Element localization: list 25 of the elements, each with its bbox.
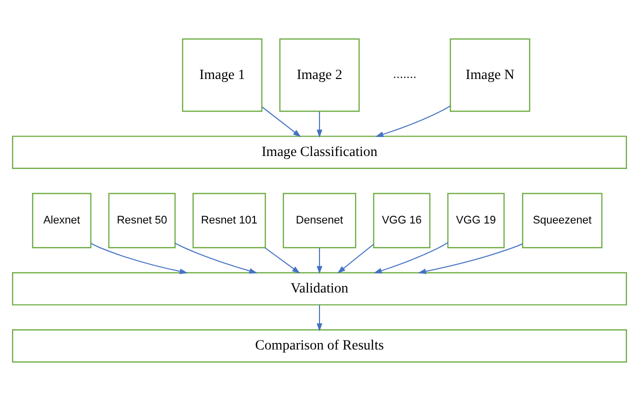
arrow [90, 242, 188, 274]
node-box: Validation [12, 272, 628, 306]
node-box: Comparison of Results [12, 329, 628, 363]
node-box: Image 2 [279, 38, 360, 112]
arrow [337, 244, 374, 274]
node-box: Squeezenet [522, 192, 602, 248]
node-box: Image 1 [182, 38, 262, 112]
arrow [174, 242, 258, 274]
node-box: VGG 19 [447, 192, 505, 248]
arrow [418, 243, 523, 274]
node-box: Resnet 50 [108, 192, 176, 248]
node-box: VGG 16 [373, 192, 430, 248]
arrow [374, 242, 448, 274]
arrow [316, 304, 322, 332]
arrow [262, 106, 302, 138]
arrow [375, 106, 450, 137]
node-box: Image Classification [12, 136, 628, 169]
arrow [316, 248, 322, 274]
node-box: Densenet [282, 192, 356, 248]
node-box: Alexnet [32, 192, 92, 248]
node-box: Resnet 101 [192, 192, 266, 248]
label: ....... [393, 67, 416, 82]
node-box: Image N [450, 38, 530, 112]
arrow [264, 247, 300, 274]
arrow [316, 112, 322, 138]
